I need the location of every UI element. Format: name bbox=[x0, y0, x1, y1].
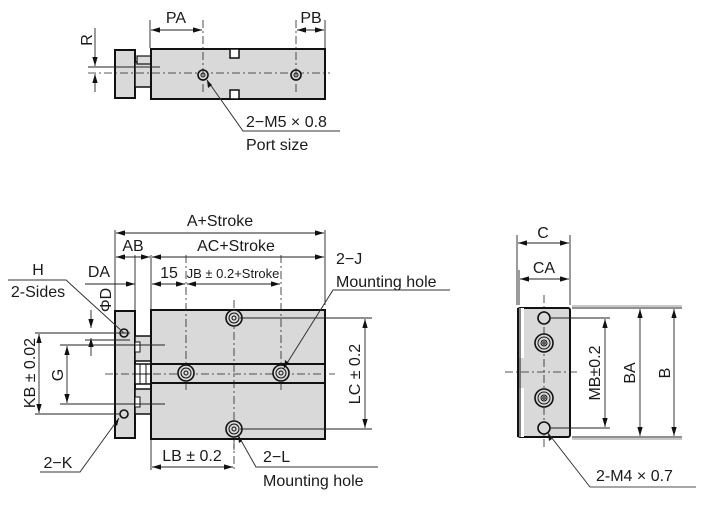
top-notch bbox=[229, 48, 240, 59]
top-nut-cap bbox=[136, 55, 152, 65]
thread-spec: 2-M4 × 0.7 bbox=[596, 468, 673, 485]
ba-label: BA bbox=[622, 362, 639, 384]
fifteen-label: 15 bbox=[160, 265, 178, 282]
port-caption: Port size bbox=[246, 137, 308, 154]
da-label: DA bbox=[88, 264, 111, 281]
mb-hole-bottom bbox=[537, 421, 551, 435]
ab-label: AB bbox=[122, 238, 143, 255]
phi-d-label: ΦD bbox=[98, 288, 115, 312]
pb-label: PB bbox=[300, 10, 321, 27]
lc-label: LC ± 0.2 bbox=[347, 344, 364, 404]
h-label: H bbox=[32, 262, 44, 279]
b-label: B bbox=[657, 368, 674, 379]
ca-label: CA bbox=[533, 260, 556, 277]
j-label: 2−J bbox=[336, 251, 362, 268]
mb-label: MB±0.2 bbox=[587, 345, 604, 400]
h-sub-label: 2-Sides bbox=[11, 284, 65, 301]
lb-label: LB ± 0.2 bbox=[162, 448, 222, 465]
c-label: C bbox=[537, 225, 549, 242]
kb-label: KB ± 0.02 bbox=[22, 338, 39, 408]
l-leader bbox=[237, 434, 378, 468]
l-label: 2−L bbox=[263, 449, 290, 466]
k-label: 2−K bbox=[44, 455, 73, 472]
pa-label: PA bbox=[166, 10, 186, 27]
center-slot bbox=[150, 363, 326, 384]
port-spec: 2−M5 × 0.8 bbox=[246, 114, 327, 131]
top-end-plate bbox=[114, 49, 136, 99]
thread-leader bbox=[547, 432, 591, 488]
k-leader bbox=[40, 417, 120, 473]
side-view: C CA MB±0.2 BA B 2-M4 × 0.7 bbox=[505, 225, 696, 488]
j-hole-right bbox=[272, 364, 290, 382]
j-hole-left bbox=[177, 364, 195, 382]
g-label: G bbox=[50, 369, 67, 381]
ac-stroke-label: AC+Stroke bbox=[197, 238, 275, 255]
l-sub-label: Mounting hole bbox=[263, 473, 364, 490]
mounting-hole-bottom bbox=[225, 420, 243, 438]
port-leader bbox=[206, 79, 340, 132]
side-port-bottom bbox=[534, 388, 554, 408]
bottom-notch bbox=[229, 89, 240, 100]
a-stroke-label: A+Stroke bbox=[187, 213, 253, 230]
top-rod-nut bbox=[134, 61, 153, 88]
jb-label: JB ± 0.2+Stroke bbox=[187, 266, 280, 281]
j-leader bbox=[283, 289, 450, 369]
mb-hole-top bbox=[537, 311, 551, 325]
k-hole bbox=[119, 409, 129, 419]
mounting-hole-top bbox=[225, 309, 243, 327]
r-label: R bbox=[79, 34, 96, 46]
front-view: A+Stroke AB AC+Stroke DA 15 JB ± 0.2+Str… bbox=[8, 213, 450, 490]
j-sub-label: Mounting hole bbox=[336, 274, 437, 291]
h-leader bbox=[8, 279, 125, 334]
side-port-top bbox=[534, 333, 554, 353]
top-view: PA PB R 2−M5 × 0.8 Port size bbox=[79, 10, 340, 154]
